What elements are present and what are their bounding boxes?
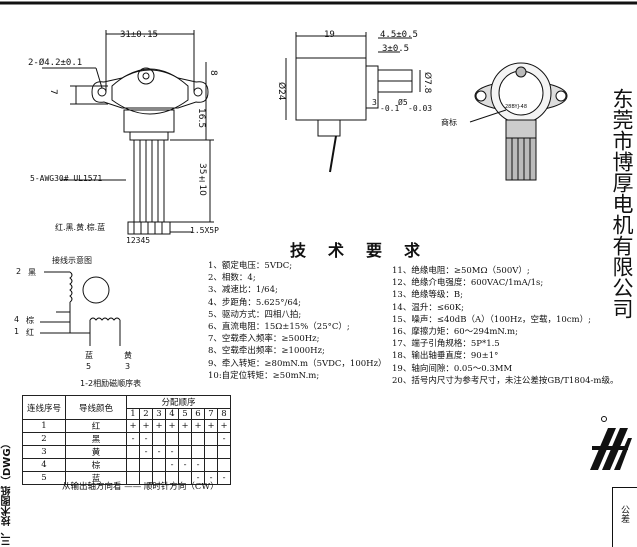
dim-flat-label: Ø7.8 bbox=[422, 72, 432, 94]
pin-2-color: 黑 bbox=[28, 268, 36, 277]
company-name: 东莞市博厚电机有限公司 bbox=[610, 88, 634, 319]
spec-item: 8、空载牵出频率：≥1000Hz; bbox=[208, 346, 325, 357]
spec-item: 1、额定电压：5VDC; bbox=[208, 261, 293, 271]
front-body bbox=[111, 68, 189, 115]
side-body bbox=[295, 57, 367, 121]
wiring-caption: 1-2相励磁顺序表 bbox=[80, 379, 142, 388]
spec-item: 5、驱动方式：四相八拍; bbox=[208, 309, 302, 320]
wiring-schematic bbox=[40, 271, 121, 346]
step-header: 7 bbox=[204, 408, 218, 420]
spec-item: 10:自定位转矩：≥50mN.m; bbox=[208, 370, 320, 381]
step-header: 8 bbox=[217, 408, 231, 420]
pin-4-color: 棕 bbox=[26, 316, 34, 325]
front-view bbox=[42, 30, 214, 235]
dim-right-a-label: 8 bbox=[208, 70, 218, 76]
step-header: 5 bbox=[178, 408, 192, 420]
pin-5-color: 蓝 bbox=[85, 351, 93, 360]
connector-label: 1.5X5P bbox=[190, 226, 219, 235]
coil-a bbox=[69, 271, 73, 303]
spec-item: 2、相数：4; bbox=[208, 273, 256, 284]
spec-item: 20、括号内尺寸为参考尺寸，未注公差按GB/T1804-m级。 bbox=[392, 375, 619, 386]
tolerance-label: 公差 bbox=[619, 505, 629, 523]
dim-left-label: 7 bbox=[48, 89, 58, 95]
dim-19-label: 19 bbox=[324, 30, 335, 40]
company-logo-icon bbox=[590, 416, 632, 470]
mount-hole-right bbox=[193, 87, 203, 97]
wire-housing bbox=[123, 109, 175, 133]
cable-spec-label: 5-AWG30# UL1571 bbox=[30, 174, 103, 183]
dim-top-label: 31±0.15 bbox=[120, 30, 158, 40]
col-seq-header: 连线序号 bbox=[22, 395, 66, 420]
col-color-header: 导线颜色 bbox=[65, 395, 127, 420]
pin-1-color: 红 bbox=[26, 328, 34, 337]
dim-holes-label: 2-Ø4.2±0.1 bbox=[28, 58, 83, 68]
output-gear bbox=[137, 67, 155, 85]
spec-item: 14、温升：≤60K; bbox=[392, 302, 464, 313]
tol-a-label: -0.1 bbox=[380, 104, 400, 113]
spec-item: 16、摩擦力矩：60～294mN.m; bbox=[392, 326, 518, 337]
pin-4-num: 4 bbox=[14, 315, 20, 324]
spec-item: 17、端子引角规格：5P*1.5 bbox=[392, 339, 500, 350]
spec-item: 12、绝缘介电强度：600VAC/1mA/1s; bbox=[392, 278, 544, 289]
photo-model-label: 28BYJ-48 bbox=[505, 104, 528, 110]
step-header: 2 bbox=[139, 408, 153, 420]
col-order-header: 分配顺序 bbox=[126, 395, 231, 409]
photo-view bbox=[469, 62, 568, 181]
spec-item: 18、输出轴垂直度：90±1° bbox=[392, 351, 499, 362]
step-header: 3 bbox=[152, 408, 166, 420]
step-header: 6 bbox=[191, 408, 205, 420]
spec-item: 6、直流电阻：15Ω±15%（25°C）; bbox=[208, 321, 350, 332]
spec-item: 4、步距角：5.625°/64; bbox=[208, 297, 302, 308]
rotation-note: 从输出轴方向看 —— 顺时针方向（CW） bbox=[62, 482, 219, 492]
spec-item: 11、绝缘电阻：≥50MΩ（500V）; bbox=[392, 266, 530, 276]
dim-24-label: Ø24 bbox=[276, 82, 286, 101]
step-header: 4 bbox=[165, 408, 179, 420]
dim-right-b-label: 16.5 bbox=[196, 108, 206, 129]
spec-item: 13、绝缘等级：B; bbox=[392, 290, 463, 301]
spec-item: 19、轴向间隙：0.05～0.3MM bbox=[392, 363, 513, 374]
photo-cable bbox=[505, 137, 537, 181]
rotor-circle bbox=[82, 276, 110, 304]
tolerance-box bbox=[612, 487, 637, 547]
dim-shaft-b-label: Ø5 bbox=[398, 98, 408, 107]
tol-b-label: -0.03 bbox=[408, 104, 433, 113]
step-header: 1 bbox=[126, 408, 140, 420]
pin-numbers-label: 12345 bbox=[126, 236, 151, 245]
spec-item: 7、空载牵入频率：≥500Hz; bbox=[208, 334, 320, 345]
tech-title: 技术要求 bbox=[290, 241, 443, 260]
spec-item: 9、牵入转矩：≥80mN.m（5VDC，100Hz） bbox=[208, 358, 387, 369]
wire-colors-label: 红.黑.黄.棕.蓝 bbox=[55, 223, 106, 232]
front-flange bbox=[91, 69, 209, 109]
dim-cable-label: 35±10 bbox=[197, 163, 207, 196]
pin-3-color: 黄 bbox=[124, 351, 132, 360]
wiring-title: 接线示意图 bbox=[52, 256, 92, 265]
specs-left: 1、额定电压：5VDC; 2、相数：4; 3、减速比：1/64; 4、步距角：5… bbox=[208, 260, 387, 382]
dim-shaft-a-label: 3 bbox=[372, 98, 377, 107]
side-view bbox=[285, 32, 421, 173]
section-title: 三、技术图纸（DWG） bbox=[2, 438, 13, 546]
pin-5-num: 5 bbox=[86, 362, 92, 371]
trademark-label: 商标 bbox=[441, 118, 457, 127]
spec-item: 15、噪声：≤40dB（A）（100Hz，空载，10cm）; bbox=[392, 314, 591, 325]
specs-right: 11、绝缘电阻：≥50MΩ（500V）; 12、绝缘介电强度：600VAC/1m… bbox=[392, 265, 618, 387]
connector-body bbox=[127, 221, 171, 235]
mount-hole-left bbox=[97, 87, 107, 97]
pin-3-num: 3 bbox=[125, 362, 131, 371]
pin-2-num: 2 bbox=[16, 267, 22, 276]
pin-1-num: 1 bbox=[14, 327, 20, 336]
dim-3-label: 3±0.5 bbox=[382, 44, 410, 54]
dim-45-label: 4.5±0.5 bbox=[380, 30, 418, 40]
spec-item: 3、减速比：1/64; bbox=[208, 285, 278, 296]
coil-b bbox=[89, 317, 121, 321]
